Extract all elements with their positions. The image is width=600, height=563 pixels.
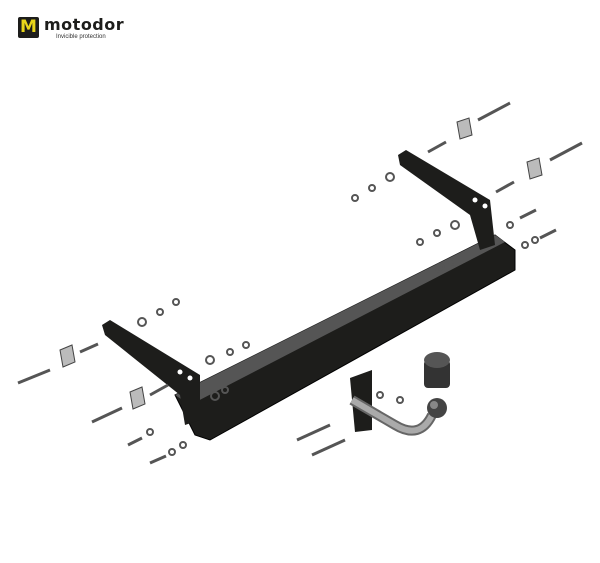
washers-and-nuts: [137, 172, 539, 456]
left-bracket: [102, 320, 200, 425]
brand-logo: M motodor Invicible protection: [18, 17, 124, 40]
bolts: [17, 101, 583, 465]
brand-name: motodor: [44, 15, 125, 34]
right-bracket: [398, 150, 495, 250]
logo-mark-icon: M: [18, 17, 39, 38]
plates: [59, 117, 543, 410]
electrical-socket: [424, 352, 450, 388]
brand-tagline: Invicible protection: [56, 34, 106, 40]
tow-ball-neck: [349, 370, 447, 436]
main-crossbeam: [174, 234, 516, 441]
